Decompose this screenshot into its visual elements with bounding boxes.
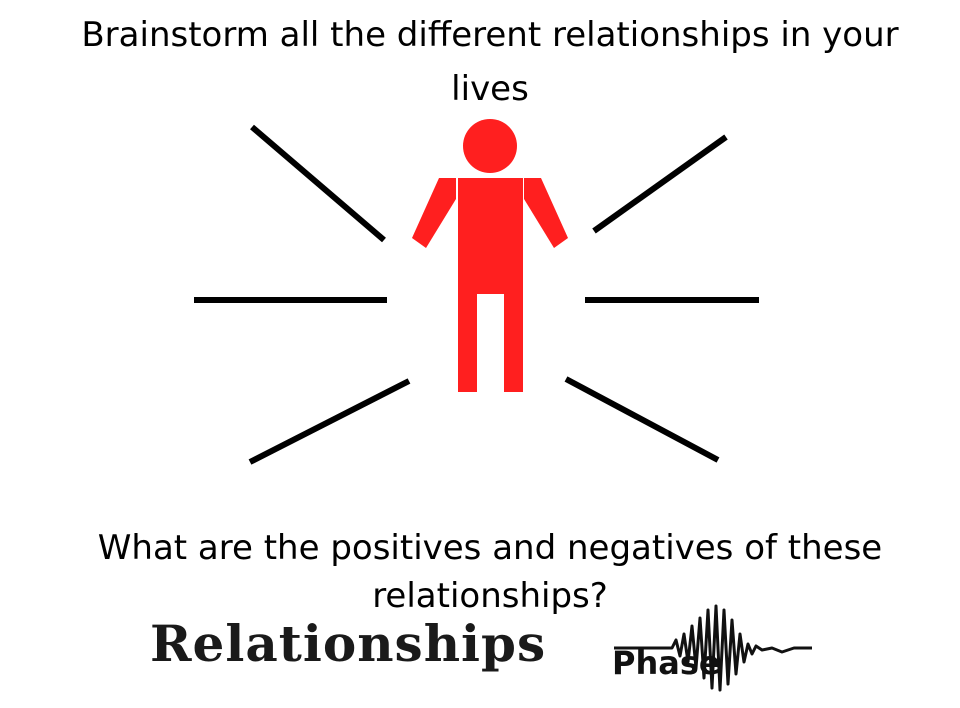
- phase-logo: Phase: [612, 604, 822, 698]
- spoke-top-left: [250, 124, 386, 243]
- spoke-bottom-left: [248, 378, 411, 465]
- discussion-question: What are the positives and negatives of …: [97, 528, 883, 616]
- sound-wave-icon: [614, 604, 812, 692]
- spoke-top-right: [592, 134, 728, 234]
- person-icon: [412, 119, 568, 392]
- phase-brand-name: Phase: [612, 644, 721, 682]
- spoke-lines: [194, 124, 759, 465]
- slide-title: Brainstorm all the different relationshi…: [81, 15, 899, 109]
- relationships-wordmark: Relationships: [150, 614, 547, 673]
- spoke-bottom-right: [564, 376, 720, 463]
